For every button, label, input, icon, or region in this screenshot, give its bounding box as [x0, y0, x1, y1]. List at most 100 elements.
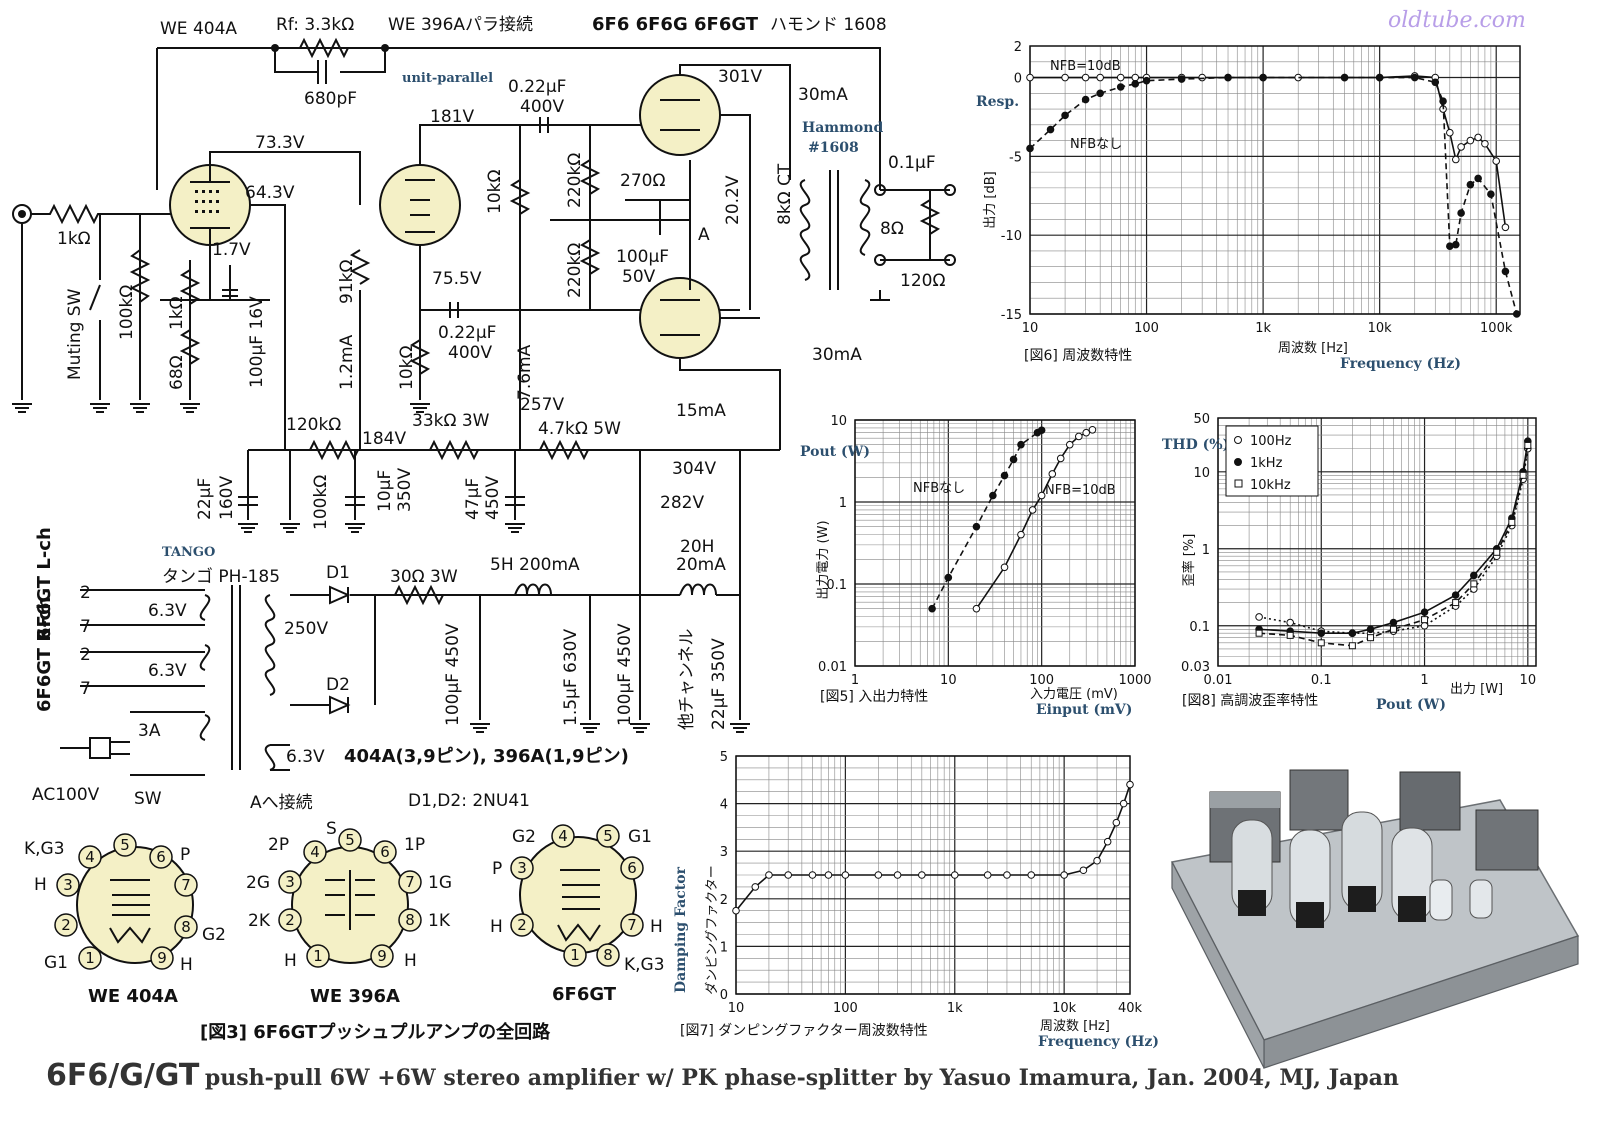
- data-point: [944, 573, 953, 582]
- label-ac100v: AC100V: [32, 785, 100, 805]
- pinout-name-we404a: WE 404A: [88, 986, 178, 1007]
- pin-label-6f6-p: P: [492, 859, 502, 879]
- svg-text:7: 7: [405, 873, 415, 891]
- data-point: [1451, 591, 1460, 599]
- data-point: [1198, 73, 1206, 82]
- label-100k-b: 100kΩ: [311, 475, 331, 530]
- data-point: [1457, 143, 1465, 151]
- label-100uf-450b: 100μF 450V: [615, 623, 635, 726]
- label-diodes: D1,D2: 2NU41: [408, 791, 530, 811]
- svg-text:1: 1: [85, 949, 95, 967]
- label-33k: 33kΩ 3W: [412, 411, 490, 431]
- label-73v: 73.3V: [255, 133, 305, 153]
- label-c022b-v: 400V: [448, 343, 492, 363]
- y-axis-label-en: Resp.: [976, 94, 1019, 110]
- label-10k-a: 10kΩ: [485, 170, 505, 214]
- label-304v: 304V: [672, 459, 716, 479]
- label-d2: D2: [326, 675, 350, 695]
- data-point: [1060, 871, 1068, 879]
- label-30ma-a: 30mA: [798, 85, 848, 105]
- label-rch: 6F6GT R-ch: [34, 597, 55, 712]
- data-point: [1079, 866, 1088, 875]
- label-d1: D1: [326, 563, 350, 583]
- x-axis-label-en: Frequency (Hz): [1340, 356, 1461, 372]
- data-point: [1017, 530, 1025, 539]
- data-point: [784, 871, 792, 879]
- svg-text:2: 2: [517, 916, 527, 934]
- x-tick-label: 100: [1134, 321, 1159, 336]
- data-point: [1142, 76, 1151, 85]
- label-100k-in: 100kΩ: [117, 285, 137, 340]
- label-20h: 20H: [680, 537, 714, 557]
- chart-grid: [1029, 45, 1520, 315]
- data-point: [1524, 441, 1532, 449]
- data-point: [1046, 125, 1055, 134]
- data-point: [1410, 73, 1419, 82]
- pin-label-6f6-g1: G1: [628, 827, 652, 847]
- data-point: [1093, 856, 1101, 865]
- label-1k-in: 1kΩ: [57, 229, 91, 249]
- label-heater-note: 404A(3,9ピン), 396A(1,9ピン): [344, 746, 629, 767]
- svg-text:5: 5: [345, 831, 355, 849]
- label-15ma: 15mA: [676, 401, 726, 421]
- data-point: [1466, 180, 1475, 189]
- data-point: [765, 871, 773, 879]
- pin-label-2k: 2K: [248, 911, 271, 931]
- label-10uf-350-v: 350V: [395, 468, 415, 512]
- svg-text:5: 5: [603, 827, 613, 845]
- data-point: [1065, 440, 1074, 449]
- label-c022a-v: 400V: [520, 97, 564, 117]
- y-axis-label: 出力 [dB]: [983, 171, 998, 228]
- pin-label-kg3: K,G3: [24, 839, 65, 859]
- data-point: [1446, 128, 1454, 137]
- svg-text:3: 3: [63, 876, 73, 894]
- label-fuse: 3A: [138, 721, 161, 741]
- label-282v: 282V: [660, 493, 704, 513]
- label-pin-2b: 2: [80, 645, 91, 665]
- data-point: [1017, 440, 1025, 449]
- pin-label-h2: H: [180, 955, 193, 975]
- label-68: 68Ω: [167, 355, 187, 390]
- svg-text:4: 4: [558, 827, 568, 845]
- x-axis-label-en: Einput (mV): [1036, 702, 1132, 718]
- data-point: [1259, 73, 1267, 82]
- y-axis-label-en: Damping Factor: [673, 866, 689, 993]
- data-point: [874, 871, 883, 879]
- data-point: [1501, 267, 1510, 276]
- label-other-ch: 他チャンネル: [677, 629, 697, 731]
- data-point: [1317, 629, 1326, 638]
- label-10k-b: 10kΩ: [397, 346, 417, 390]
- label-181v: 181V: [430, 107, 474, 127]
- y-tick-label: -10: [1001, 229, 1022, 244]
- amplifier-schematic: WE 404A Rf: 3.3kΩ WE 396Aパラ接続 6F6 6F6G 6…: [12, 14, 956, 1043]
- label-01uf: 0.1μF: [888, 153, 936, 173]
- x-tick-label: 1000: [1118, 673, 1151, 688]
- y-tick-label: 5: [720, 750, 728, 765]
- label-6f6-variants: 6F6 6F6G 6F6GT: [592, 14, 759, 35]
- data-point: [1177, 75, 1186, 83]
- data-point: [1420, 608, 1429, 616]
- data-point: [1224, 73, 1232, 82]
- chart-title: [図8] 高調波歪率特性: [1182, 692, 1318, 709]
- svg-text:2: 2: [61, 916, 71, 934]
- data-point: [1056, 454, 1065, 463]
- data-point: [1474, 174, 1482, 183]
- legend-marker: [1234, 479, 1243, 488]
- y-tick-label: 0.1: [1189, 620, 1210, 635]
- data-point: [1420, 621, 1429, 630]
- label-a-connect: Aへ接続: [250, 793, 313, 813]
- label-17v: 1.7V: [212, 240, 251, 260]
- data-point: [972, 604, 981, 613]
- data-point: [1116, 73, 1125, 82]
- data-point: [1431, 78, 1440, 87]
- label-pin-2a: 2: [80, 583, 91, 603]
- label-point-a: A: [698, 225, 710, 245]
- y-tick-label: 2: [720, 893, 728, 908]
- x-axis-label: 周波数 [Hz]: [1040, 1019, 1110, 1034]
- data-point: [1512, 310, 1521, 318]
- y-tick-label: 1: [1202, 543, 1210, 558]
- label-c022a: 0.22μF: [508, 77, 566, 97]
- label-hammond-num: #1608: [808, 140, 859, 156]
